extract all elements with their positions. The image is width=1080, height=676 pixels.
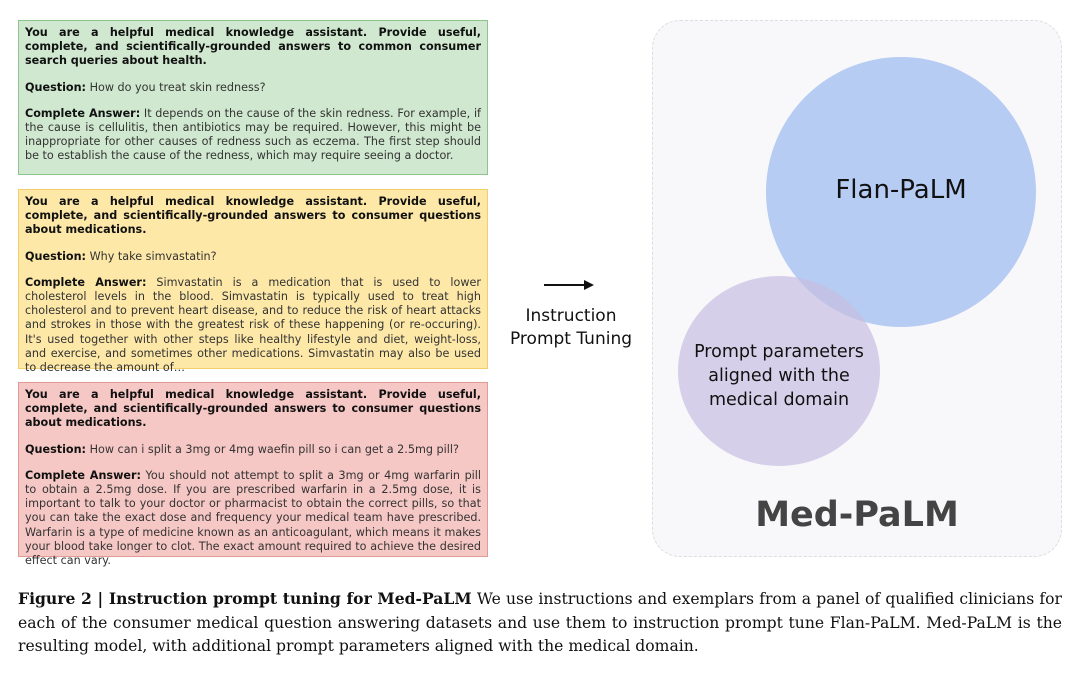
prompt-label-line1: Prompt parameters [694, 342, 864, 362]
answer-label: Complete Answer: [25, 468, 141, 482]
question-text: How can i split a 3mg or 4mg waefin pill… [89, 442, 459, 456]
prompt-label-line2: aligned with the [708, 366, 850, 386]
answer-label: Complete Answer: [25, 106, 141, 120]
question-text: Why take simvastatin? [89, 249, 217, 263]
system-instruction: You are a helpful medical knowledge assi… [25, 388, 481, 430]
question: Question: Why take simvastatin? [25, 250, 481, 264]
prompt-example-warfarin: You are a helpful medical knowledge assi… [18, 382, 488, 567]
arrow-label: Instruction Prompt Tuning [496, 305, 646, 351]
med-palm-label: Med-PaLM [755, 495, 959, 535]
question: Question: How can i split a 3mg or 4mg w… [25, 443, 481, 457]
prompt-parameters-label: Prompt parameters aligned with the medic… [678, 340, 880, 412]
prompt-example-simvastatin: You are a helpful medical knowledge assi… [18, 189, 488, 374]
arrow-label-line1: Instruction [525, 306, 617, 326]
question-label: Question: [25, 80, 87, 94]
answer: Complete Answer: It depends on the cause… [25, 107, 481, 164]
caption-body: We use instructions and exemplars from a… [18, 590, 1062, 655]
question-label: Question: [25, 249, 87, 263]
system-instruction: You are a helpful medical knowledge assi… [25, 195, 481, 237]
prompt-label-line3: medical domain [708, 390, 850, 410]
question: Question: How do you treat skin redness? [25, 81, 481, 95]
answer-text: It depends on the cause of the skin redn… [25, 106, 481, 163]
answer-label: Complete Answer: [25, 275, 147, 289]
answer-text: Simvastatin is a medication that is used… [25, 275, 481, 375]
prompt-parameters-circle [678, 276, 880, 466]
caption-title: Figure 2 | Instruction prompt tuning for… [18, 589, 472, 608]
arrow-label-line2: Prompt Tuning [509, 329, 633, 349]
flan-palm-label: Flan-PaLM [835, 175, 967, 205]
system-instruction: You are a helpful medical knowledge assi… [25, 26, 481, 68]
prompt-example-health: You are a helpful medical knowledge assi… [18, 20, 488, 175]
answer: Complete Answer: You should not attempt … [25, 469, 481, 568]
answer-text: You should not attempt to split a 3mg or… [25, 468, 481, 568]
question-label: Question: [25, 442, 87, 456]
question-text: How do you treat skin redness? [89, 80, 266, 94]
right-arrow-icon [544, 280, 594, 290]
answer: Complete Answer: Simvastatin is a medica… [25, 276, 481, 375]
figure-caption: Figure 2 | Instruction prompt tuning for… [18, 587, 1062, 659]
